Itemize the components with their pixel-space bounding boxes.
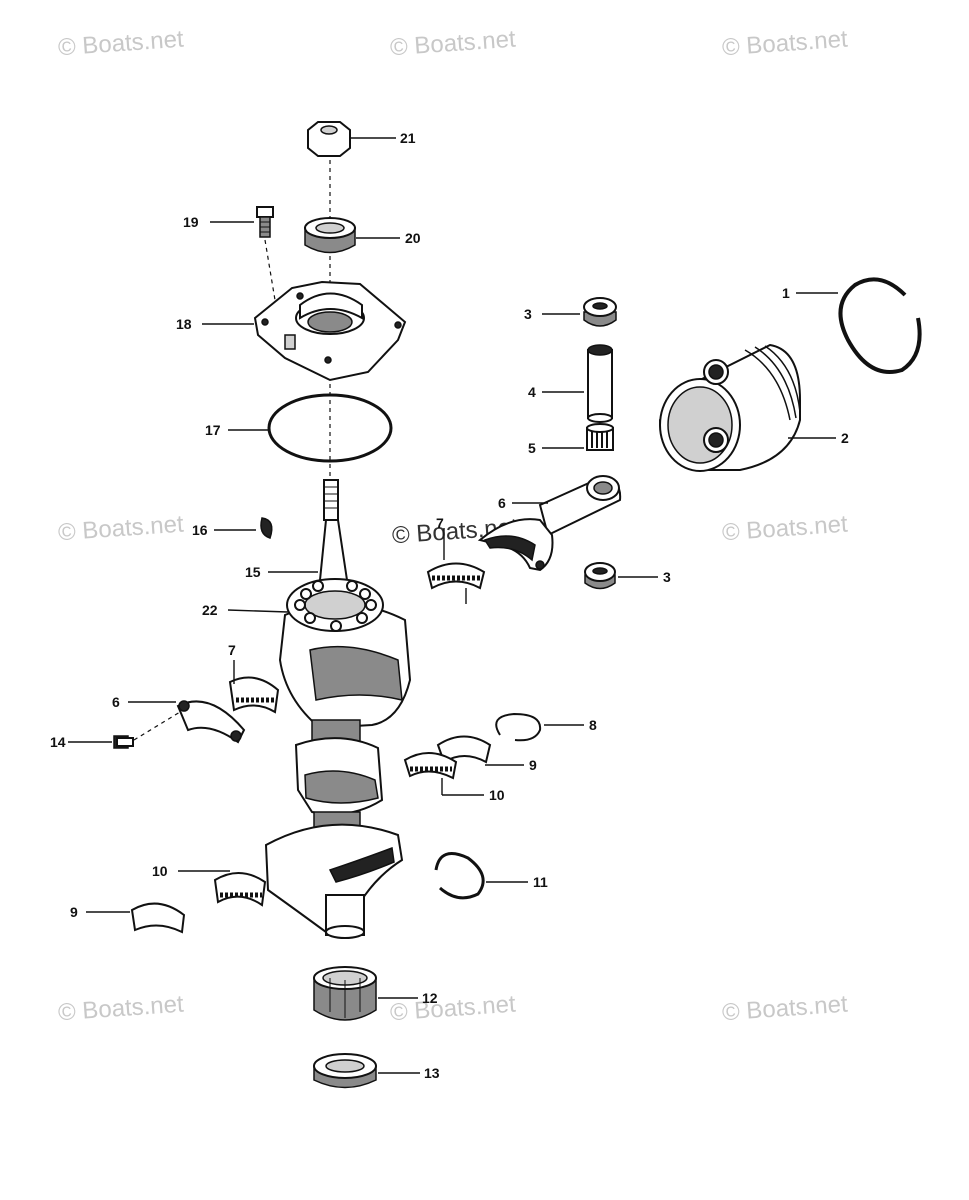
callout-7-left: 7 [228,642,236,658]
part-crankshaft[interactable] [264,479,412,939]
callout-8: 8 [589,717,597,733]
part-upper-plate[interactable] [253,280,407,382]
part-bearing-race-middle[interactable] [436,735,492,764]
part-snap-ring[interactable] [434,852,485,900]
part-key[interactable] [260,517,273,539]
part-ball-bearing[interactable] [286,578,384,632]
rod-bolt-axis [133,711,181,741]
part-rod-bolt[interactable] [113,735,134,749]
leader-22 [227,609,289,613]
part-needle-cage-middle[interactable] [403,752,458,795]
part-seal-bottom[interactable] [313,1053,377,1089]
callout-1: 1 [782,285,790,301]
callout-5: 5 [528,440,536,456]
part-piston-pin[interactable] [587,344,613,423]
part-bolt-top[interactable] [256,206,274,238]
callout-7-top: 7 [436,515,444,531]
part-needle-cage-upper[interactable] [426,562,486,605]
callout-9-mid: 9 [529,757,537,773]
part-bearing-race-lower-left[interactable] [130,902,186,934]
callout-22: 22 [202,602,218,618]
part-connecting-rod[interactable] [477,475,622,572]
callout-11: 11 [533,874,548,890]
callout-9-left: 9 [70,904,78,920]
callout-6-top: 6 [498,495,506,511]
part-pin-cap-bottom[interactable] [584,562,616,590]
callout-19: 19 [183,214,199,230]
callout-2: 2 [841,430,849,446]
callout-14: 14 [50,734,66,750]
part-pin-cap-top[interactable] [583,297,617,327]
callout-10-left: 10 [152,863,168,879]
part-nut[interactable] [307,121,351,157]
callout-13: 13 [424,1065,440,1081]
part-piston-ring[interactable] [838,277,922,374]
part-roller-bearing[interactable] [313,966,377,1021]
part-needle-bearing-pin[interactable] [586,423,614,451]
callout-3-top: 3 [524,306,532,322]
callout-15: 15 [245,564,261,580]
callout-21: 21 [400,130,416,146]
callout-12: 12 [422,990,438,1006]
part-piston[interactable] [658,343,801,472]
part-o-ring[interactable] [267,393,393,463]
callout-10-mid: 10 [489,787,505,803]
callout-4: 4 [528,384,536,400]
callout-17: 17 [205,422,221,438]
callout-20: 20 [405,230,421,246]
bolt-axis-line [264,239,276,301]
callout-16: 16 [192,522,208,538]
part-needle-cage-left[interactable] [228,676,280,714]
callout-18: 18 [176,316,192,332]
part-retaining-ring[interactable] [495,712,542,742]
part-rod-cap[interactable] [176,700,246,744]
callout-3-bottom: 3 [663,569,671,585]
part-needle-cage-lower-left[interactable] [213,872,267,907]
callout-6-left: 6 [112,694,120,710]
part-seal-top[interactable] [304,217,356,254]
